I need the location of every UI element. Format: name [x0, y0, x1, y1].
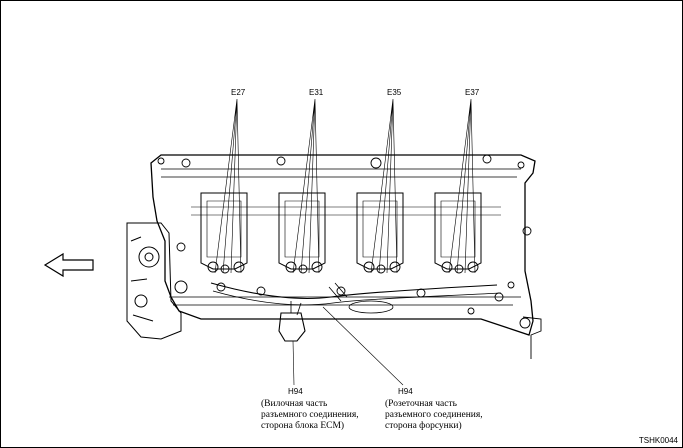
- arrow-left-outline-icon: [43, 252, 94, 278]
- label-e37: E37: [465, 88, 480, 97]
- note-left: (Вилочная часть разъемного соединения, с…: [261, 399, 359, 432]
- figure-code: TSHK0044: [638, 436, 678, 445]
- note-left-line-2: разъемного соединения,: [261, 410, 359, 420]
- label-h94-right: H94: [398, 387, 413, 396]
- note-left-line-3: сторона блока ECM): [261, 421, 345, 431]
- note-right-line-3: сторона форсунки): [385, 421, 462, 431]
- label-e31: E31: [309, 88, 324, 97]
- label-e35: E35: [387, 88, 402, 97]
- note-right-line-2: разъемного соединения,: [385, 410, 483, 420]
- note-right: (Розеточная часть разъемного соединения,…: [385, 399, 483, 432]
- note-left-line-1: (Вилочная часть: [261, 399, 328, 409]
- note-right-line-1: (Розеточная часть: [385, 399, 457, 409]
- label-h94-left: H94: [288, 387, 303, 396]
- label-e27: E27: [231, 88, 246, 97]
